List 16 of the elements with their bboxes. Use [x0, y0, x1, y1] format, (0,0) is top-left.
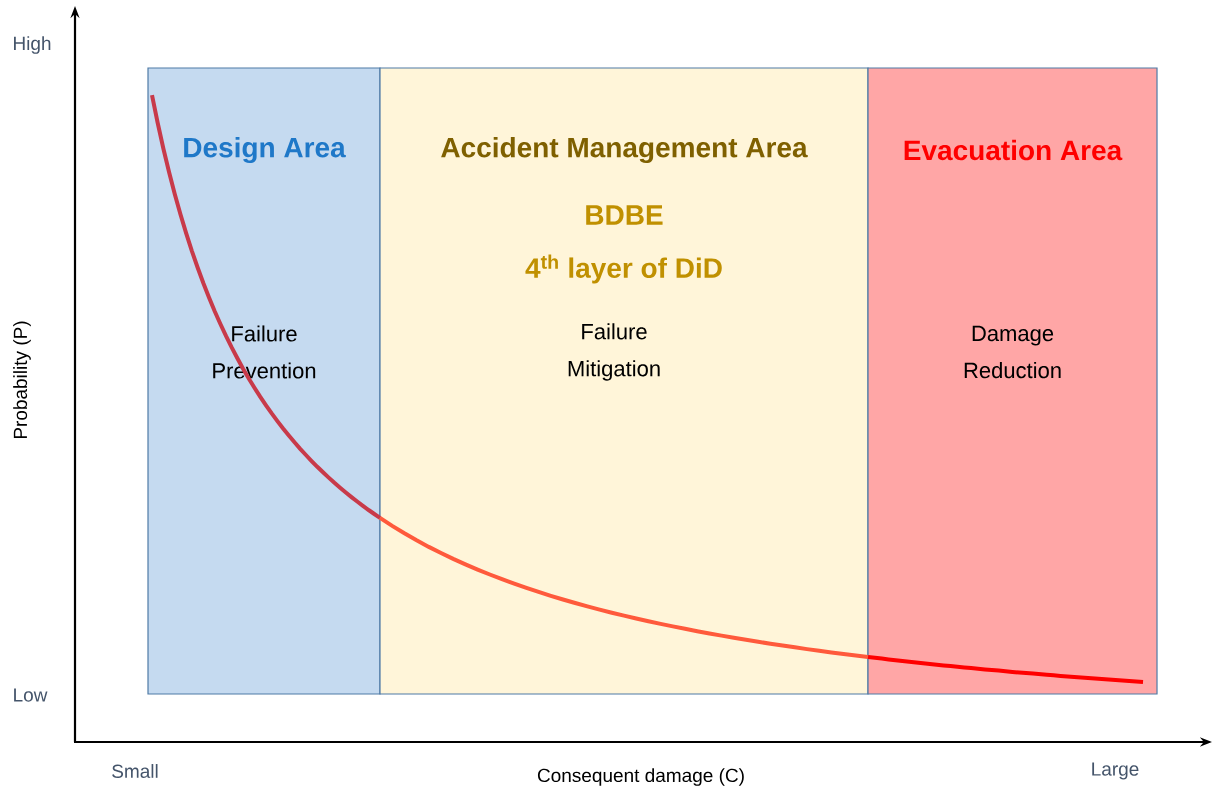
axis-title: Probability (P) — [13, 321, 31, 439]
area-band — [147, 67, 381, 695]
area-band — [379, 67, 869, 695]
area-subheading: 4$^{th}$ layer of DiD — [525, 254, 722, 284]
axis-label: Small — [112, 764, 158, 778]
axis-label: Large — [1092, 762, 1139, 780]
area-heading: Evacuation Area — [904, 139, 1123, 161]
area-subheading: BDBE — [586, 205, 663, 225]
axis-label: Low — [14, 688, 48, 702]
axis-label: High — [14, 36, 51, 54]
area-heading: Accident Management Area — [441, 136, 808, 164]
area-description: Damage Reduction — [964, 325, 1061, 379]
area-heading: Design Area — [184, 136, 346, 164]
axis-title: Consequent damage (C) — [537, 768, 744, 786]
area-description: Failure Mitigation — [568, 323, 660, 381]
area-band — [867, 67, 1158, 695]
